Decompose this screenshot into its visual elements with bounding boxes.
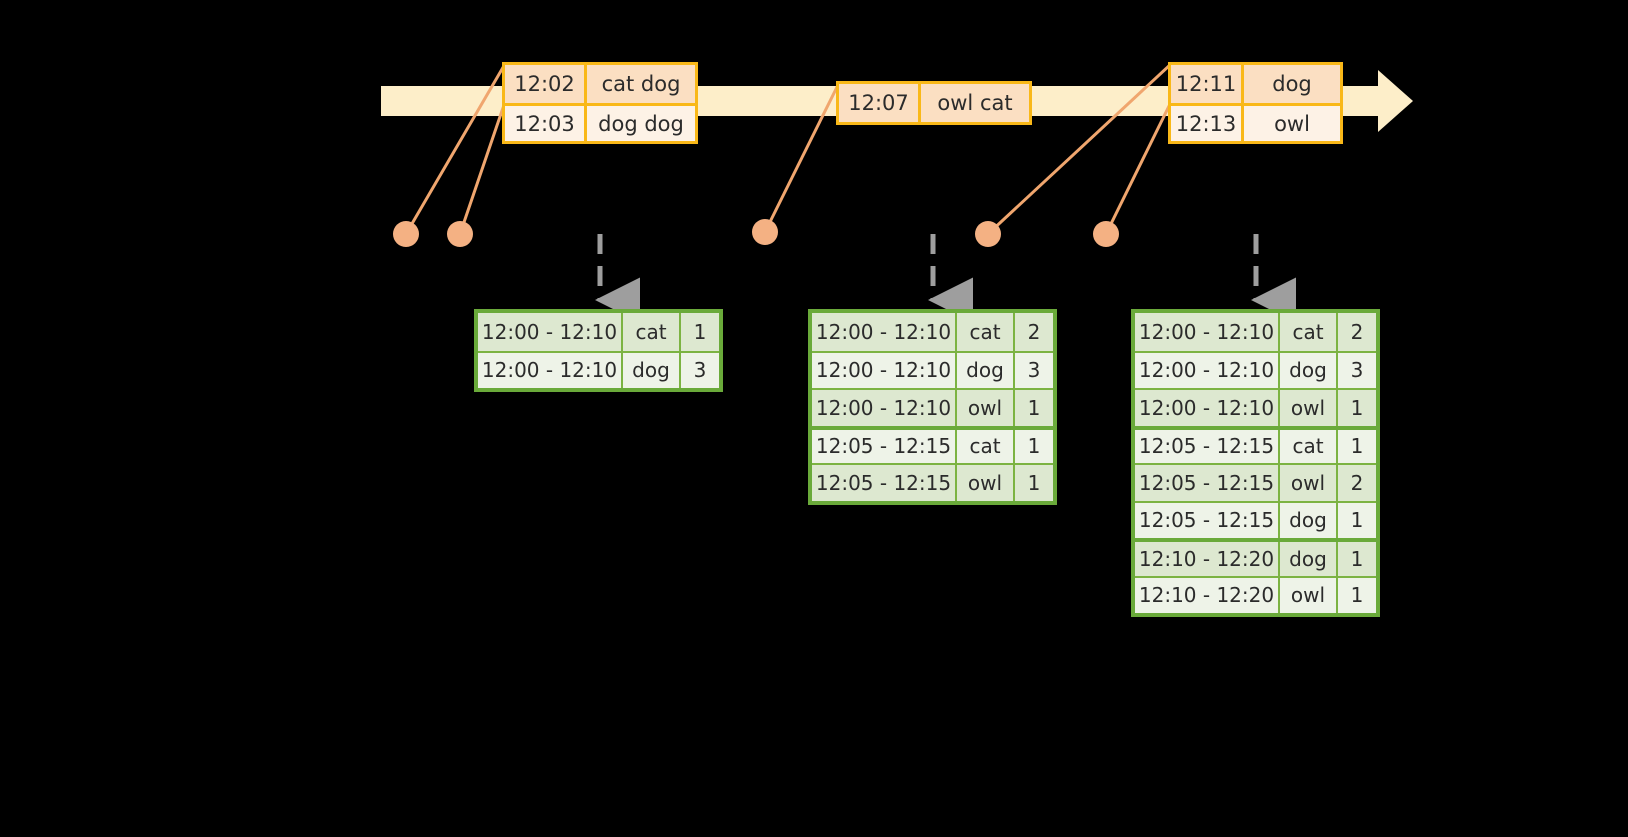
result-word: cat — [957, 429, 1015, 463]
result-word: dog — [623, 352, 681, 388]
result-count: 1 — [1027, 434, 1041, 459]
result-count: 2 — [1027, 319, 1041, 344]
result-count: 1 — [1027, 395, 1041, 420]
event-words: owl — [1274, 111, 1310, 136]
event-row: 12:13 owl — [1171, 103, 1340, 141]
result-count: 3 — [693, 358, 707, 383]
event-time: 12:03 — [505, 106, 587, 141]
result-count: 2 — [1350, 319, 1364, 344]
result-window: 12:00 - 12:10 — [1135, 313, 1280, 351]
result-word: cat — [623, 313, 681, 351]
event-words: dog — [1272, 72, 1312, 96]
event-time: 12:07 — [839, 84, 921, 122]
result-window: 12:05 - 12:15 — [1135, 465, 1280, 501]
event-words: dog dog — [598, 111, 684, 136]
result-count: 1 — [1350, 546, 1364, 571]
result-window: 12:00 - 12:10 — [812, 390, 957, 426]
connector-12-03 — [447, 101, 507, 247]
result-count: 1 — [1350, 508, 1364, 533]
result-window: 12:05 - 12:15 — [1135, 429, 1280, 463]
result-window: 12:10 - 12:20 — [1135, 577, 1280, 613]
connector-12-13 — [1093, 101, 1173, 247]
result-count: 1 — [1350, 434, 1364, 459]
result-word: dog — [1280, 352, 1338, 388]
event-time: 12:02 — [505, 65, 587, 103]
result-word: dog — [957, 352, 1015, 388]
result-count: 2 — [1350, 470, 1364, 495]
event-time: 12:13 — [1171, 106, 1244, 141]
event-time: 12:11 — [1171, 65, 1244, 103]
result-word: owl — [1280, 465, 1338, 501]
result-count: 3 — [1350, 358, 1364, 383]
result-word: cat — [1280, 429, 1338, 463]
event-box-2: 12:07 owl cat — [836, 81, 1032, 125]
result-word: owl — [1280, 390, 1338, 426]
event-words: cat dog — [601, 72, 681, 96]
event-row: 12:03 dog dog — [505, 103, 695, 141]
result-window: 12:05 - 12:15 — [1135, 502, 1280, 538]
event-box-3: 12:11 dog 12:13 owl — [1168, 62, 1343, 144]
result-window: 12:00 - 12:10 — [478, 352, 623, 388]
result-window: 12:05 - 12:15 — [812, 429, 957, 463]
result-count: 3 — [1027, 358, 1041, 383]
result-count: 1 — [693, 319, 707, 344]
result-word: owl — [957, 390, 1015, 426]
event-box-1: 12:02 cat dog 12:03 dog dog — [502, 62, 698, 144]
result-word: cat — [1280, 313, 1338, 351]
result-word: owl — [1280, 577, 1338, 613]
event-words: owl cat — [937, 91, 1013, 115]
result-word: dog — [1280, 542, 1338, 576]
result-word: dog — [1280, 502, 1338, 538]
result-window: 12:00 - 12:10 — [812, 313, 957, 351]
result-window: 12:10 - 12:20 — [1135, 542, 1280, 576]
result-window: 12:00 - 12:10 — [478, 313, 623, 351]
result-window: 12:00 - 12:10 — [1135, 390, 1280, 426]
result-count: 1 — [1350, 583, 1364, 608]
event-row: 12:11 dog — [1171, 65, 1340, 103]
result-window: 12:00 - 12:10 — [1135, 352, 1280, 388]
result-window: 12:00 - 12:10 — [812, 352, 957, 388]
result-word: cat — [957, 313, 1015, 351]
result-window: 12:05 - 12:15 — [812, 465, 957, 501]
result-word: owl — [957, 465, 1015, 501]
result-count: 1 — [1350, 395, 1364, 420]
result-count: 1 — [1027, 470, 1041, 495]
event-row: 12:02 cat dog — [505, 65, 695, 103]
timeline-arrow-head — [1378, 70, 1413, 132]
event-row: 12:07 owl cat — [839, 84, 1029, 122]
